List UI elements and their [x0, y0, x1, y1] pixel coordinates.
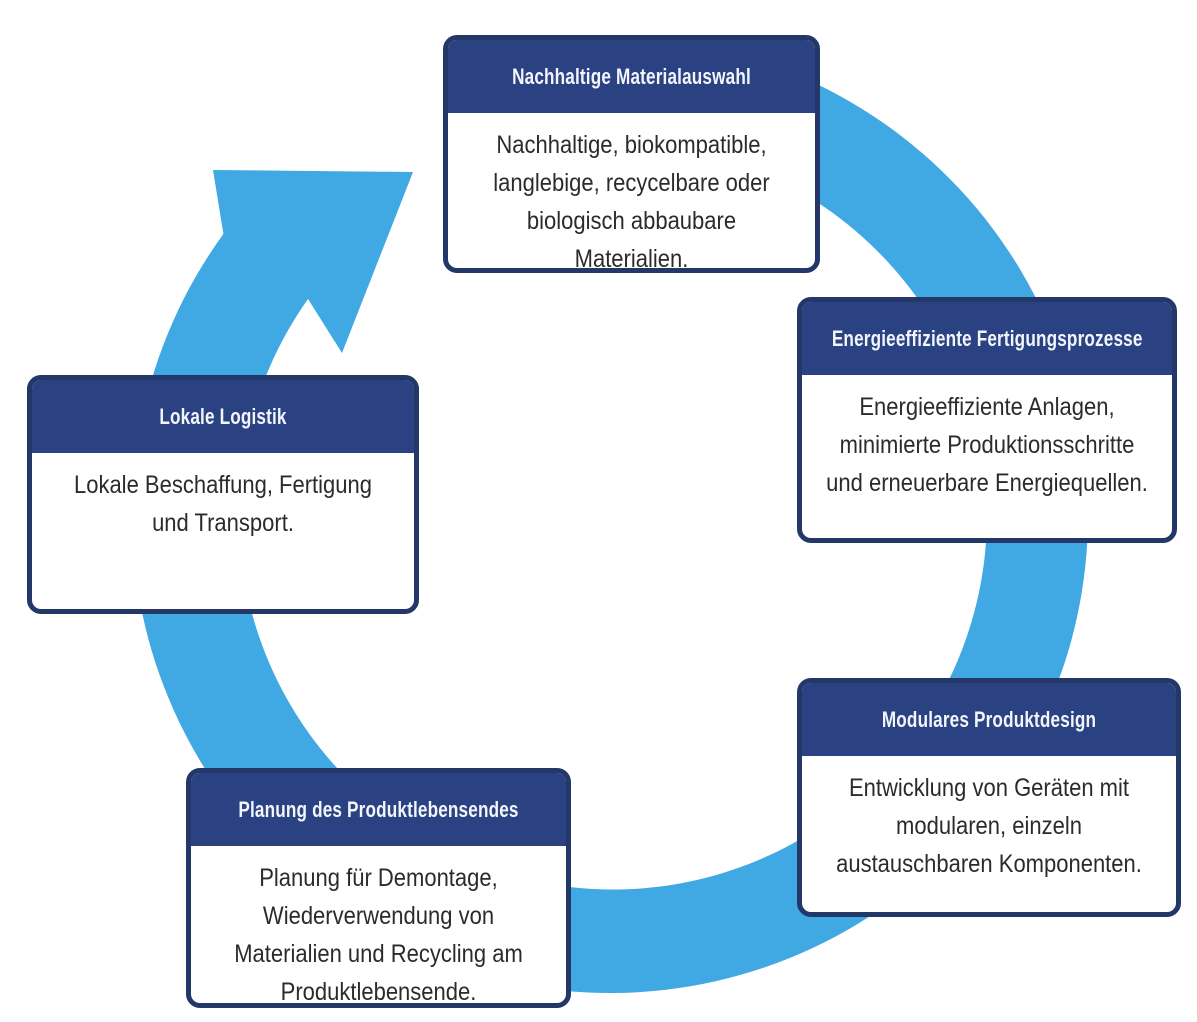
- step-title: Nachhaltige Materialauswahl: [512, 63, 751, 89]
- step-title: Energieeffiziente Fertigungsprozesse: [831, 325, 1143, 351]
- step-description: Energieeffiziente Anlagen, minimierte Pr…: [826, 393, 1148, 497]
- step-description: Lokale Beschaffung, Fertigung und Transp…: [73, 471, 373, 537]
- step-title: Planung des Produktlebensendes: [238, 796, 519, 822]
- step-card-body: Nachhaltige, biokompatible, langlebige, …: [448, 113, 815, 273]
- step-card-header: Nachhaltige Materialauswahl: [448, 40, 815, 113]
- step-title: Lokale Logistik: [159, 403, 287, 429]
- step-card-body: Energieeffiziente Anlagen, minimierte Pr…: [802, 375, 1172, 538]
- step-card-header: Lokale Logistik: [32, 380, 414, 453]
- step-card-header: Planung des Produktlebensendes: [191, 773, 566, 846]
- step-title: Modulares Produktdesign: [881, 706, 1097, 732]
- step-card-header: Energieeffiziente Fertigungsprozesse: [802, 302, 1172, 375]
- step-description: Entwicklung von Geräten mit modularen, e…: [836, 774, 1142, 878]
- step-card-body: Lokale Beschaffung, Fertigung und Transp…: [32, 453, 414, 609]
- step-description: Planung für Demontage, Wiederverwendung …: [234, 864, 523, 1006]
- step-card-lokale-logistik: Lokale Logistik Lokale Beschaffung, Fert…: [27, 375, 419, 614]
- step-card-body: Entwicklung von Geräten mit modularen, e…: [802, 756, 1176, 912]
- step-description: Nachhaltige, biokompatible, langlebige, …: [493, 131, 770, 273]
- step-card-header: Modulares Produktdesign: [802, 683, 1176, 756]
- step-card-planung-des-produktlebensendes: Planung des Produktlebensendes Planung f…: [186, 768, 571, 1008]
- step-card-body: Planung für Demontage, Wiederverwendung …: [191, 846, 566, 1006]
- step-card-energieeffiziente-fertigungsprozesse: Energieeffiziente Fertigungsprozesse Ene…: [797, 297, 1177, 543]
- step-card-nachhaltige-materialauswahl: Nachhaltige Materialauswahl Nachhaltige,…: [443, 35, 820, 273]
- step-card-modulares-produktdesign: Modulares Produktdesign Entwicklung von …: [797, 678, 1181, 917]
